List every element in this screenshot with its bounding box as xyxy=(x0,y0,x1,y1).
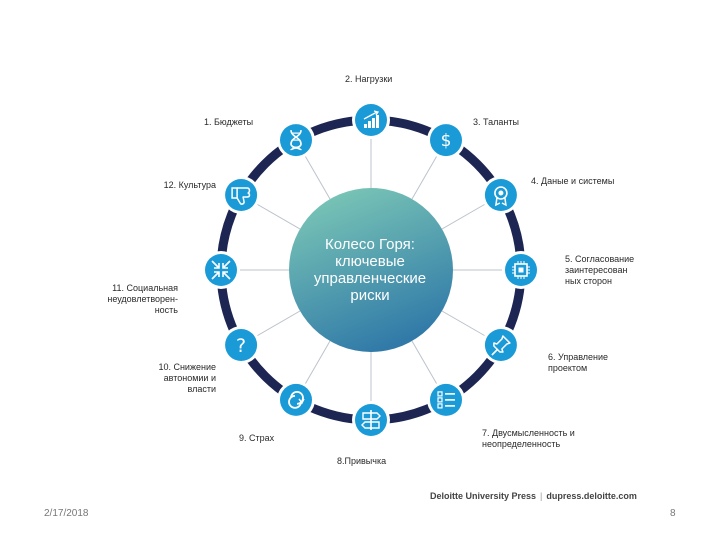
node-label-9: 9. Страх xyxy=(239,433,275,443)
node-circle xyxy=(225,179,258,211)
wheel-node-4 xyxy=(502,251,540,289)
node-circle xyxy=(484,329,517,361)
node-label-4: 4. Даные и системы xyxy=(531,176,615,186)
node-label-12: 12. Культура xyxy=(163,180,216,190)
compress-arrows-icon xyxy=(211,260,231,280)
wheel-node-11 xyxy=(222,176,261,214)
node-label-11: 11. Социальная неудовлетворен- ность xyxy=(107,283,178,315)
node-label-10: 10. Снижение автономии и власти xyxy=(158,362,216,394)
credit-separator: | xyxy=(540,491,543,501)
node-label-7: 7. Двусмысленность и неопределенность xyxy=(482,428,575,449)
wheel-node-1: $ xyxy=(427,121,465,160)
node-label-5: 5. Согласование заинтересован ных сторон xyxy=(565,254,635,286)
credit-url: dupress.deloitte.com xyxy=(546,491,637,501)
svg-text:$: $ xyxy=(441,131,452,151)
wheel-node-6 xyxy=(427,380,465,419)
source-credit: Deloitte University Press|dupress.deloit… xyxy=(430,491,637,501)
wheel-node-3 xyxy=(481,176,520,214)
pushpin-icon xyxy=(491,335,511,356)
checklist-icon xyxy=(437,391,455,409)
wheel-node-8 xyxy=(277,380,315,419)
wheel-node-10 xyxy=(202,251,240,289)
node-label-6: 6. Управление проектом xyxy=(548,352,609,373)
thumbs-down-icon xyxy=(231,187,251,205)
node-label-3: 3. Таланты xyxy=(473,117,519,127)
question-icon: ? xyxy=(236,335,246,357)
node-circle xyxy=(430,124,462,157)
node-circle xyxy=(225,329,258,361)
wheel-node-7 xyxy=(352,401,390,439)
node-circle xyxy=(355,104,387,136)
node-label-2: 2. Нагрузки xyxy=(345,74,393,84)
footer-date: 2/17/2018 xyxy=(44,508,89,519)
dna-icon xyxy=(290,129,302,151)
wheel-node-2 xyxy=(352,101,390,139)
chip-icon xyxy=(512,261,530,279)
center-circle xyxy=(289,188,453,352)
node-circle xyxy=(280,383,312,416)
wheel-node-5 xyxy=(481,326,520,364)
wheel-node-9: ? xyxy=(222,326,261,364)
node-label-1: 1. Бюджеты xyxy=(204,117,254,127)
node-label-8: 8.Привычка xyxy=(337,456,387,466)
page-number: 8 xyxy=(670,508,676,519)
wheel-node-12 xyxy=(277,121,315,160)
dollar-icon: $ xyxy=(441,131,452,151)
signpost-icon xyxy=(361,410,381,430)
award-ribbon-icon xyxy=(494,186,508,207)
svg-text:?: ? xyxy=(236,335,246,357)
bar-chart-icon xyxy=(363,110,380,128)
center-title: Колесо Горя: ключевые управленческие рис… xyxy=(313,236,427,304)
loop-icon xyxy=(288,391,305,409)
node-circle xyxy=(205,254,237,286)
credit-source: Deloitte University Press xyxy=(430,491,537,501)
